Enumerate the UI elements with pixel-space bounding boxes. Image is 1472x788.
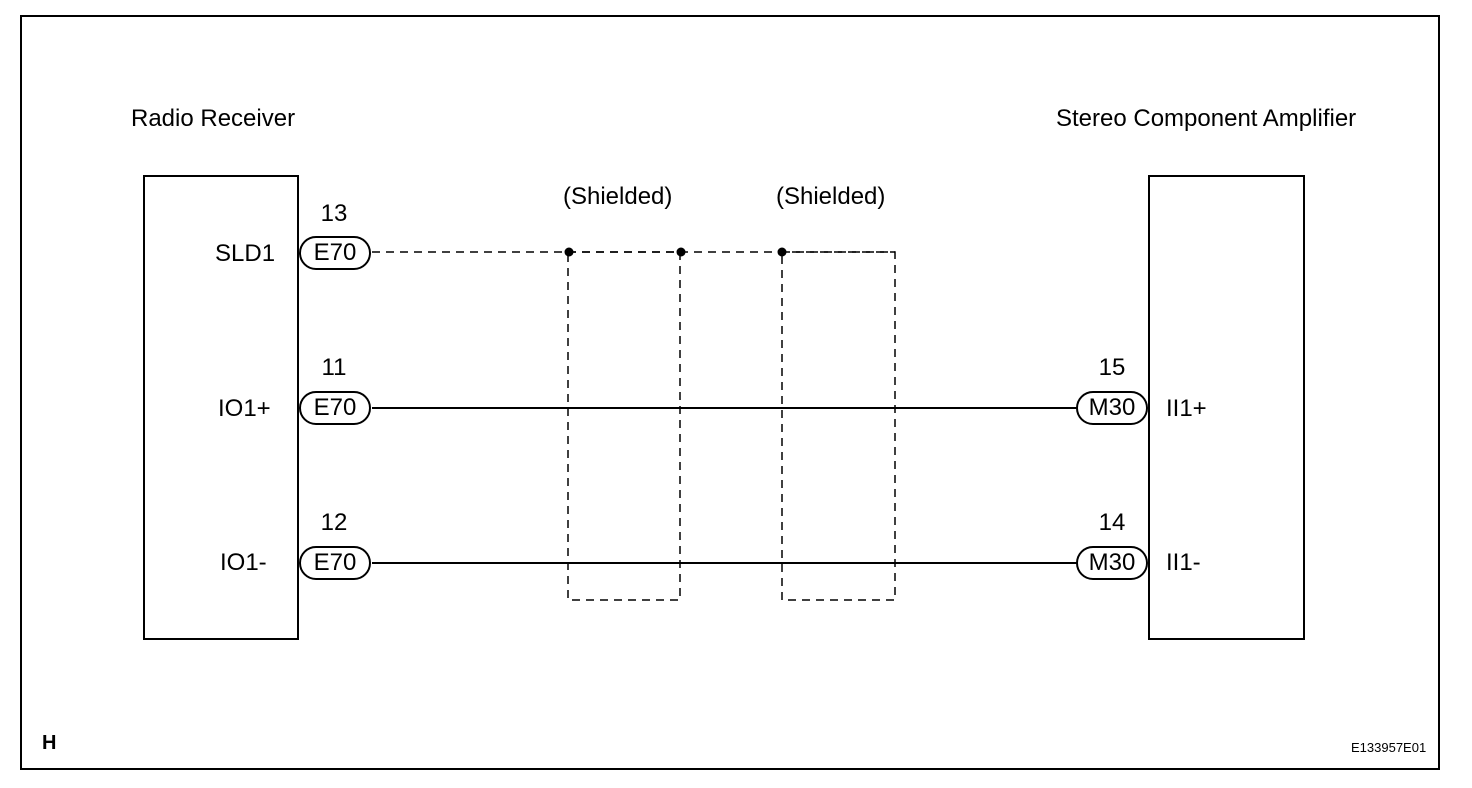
junction-dot (676, 247, 686, 257)
left-component-title: Radio Receiver (131, 105, 296, 132)
junction-dot (777, 247, 787, 257)
signal-label-io1-plus: IO1+ (218, 395, 271, 422)
pin-number-12: 12 (320, 509, 348, 536)
signal-label-io1-minus: IO1- (220, 549, 267, 576)
shield-box-2 (781, 251, 896, 601)
connector-e70: E70 (299, 546, 371, 580)
pin-number-13: 13 (320, 200, 348, 227)
corner-letter: H (42, 732, 57, 754)
pin-number-11: 11 (321, 354, 347, 381)
connector-m30: M30 (1076, 546, 1148, 580)
connector-e70: E70 (299, 236, 371, 270)
amplifier-box (1148, 175, 1305, 640)
signal-label-ii1-minus: II1- (1166, 549, 1201, 576)
diagram-frame (20, 15, 1440, 770)
shield-label-1: (Shielded) (563, 183, 673, 210)
signal-label-sld1: SLD1 (215, 240, 276, 267)
connector-e70: E70 (299, 391, 371, 425)
shield-box-1 (567, 251, 681, 601)
junction-dot (564, 247, 574, 257)
shield-label-2: (Shielded) (776, 183, 886, 210)
radio-receiver-box (143, 175, 299, 640)
signal-label-ii1-plus: II1+ (1166, 395, 1207, 422)
figure-id: E133957E01 (1351, 740, 1427, 755)
pin-number-14: 14 (1098, 509, 1126, 536)
connector-m30: M30 (1076, 391, 1148, 425)
right-component-title: Stereo Component Amplifier (1056, 105, 1357, 132)
pin-number-15: 15 (1098, 354, 1126, 381)
